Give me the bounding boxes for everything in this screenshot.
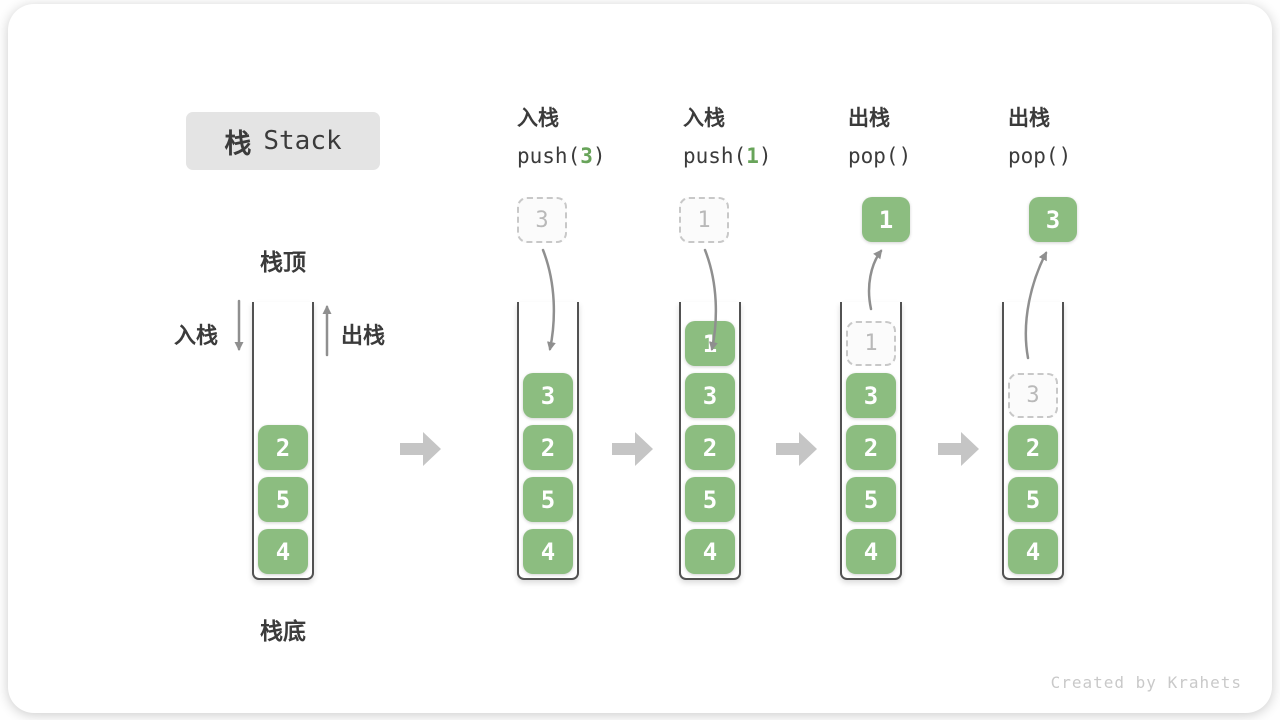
push-side-label: 入栈 <box>174 323 219 348</box>
stack-box: 5 <box>523 477 573 522</box>
stack-box: 4 <box>1008 529 1058 574</box>
stack-box: 5 <box>258 477 308 522</box>
stack-box: 4 <box>685 529 735 574</box>
title-zh: 栈 <box>224 128 252 159</box>
op-label: 出栈 <box>1008 107 1050 130</box>
stack-bottom-label: 栈底 <box>260 618 306 644</box>
op-label: 入栈 <box>517 107 559 130</box>
op-code: pop() <box>1008 144 1072 168</box>
op-label: 入栈 <box>683 107 725 130</box>
stack-box: 3 <box>846 373 896 418</box>
code-post: ) <box>758 144 772 168</box>
op-header-pop-1: 出栈 pop() <box>848 107 911 169</box>
stack-box: 3 <box>523 373 573 418</box>
ghost-box: 1 <box>846 321 896 366</box>
stack-container-pop-3: 3 2 5 4 <box>1002 302 1064 580</box>
code-arg: 1 <box>746 144 759 168</box>
ghost-box: 3 <box>1008 373 1058 418</box>
code-pre: push( <box>683 144 747 168</box>
watermark: Created by Krahets <box>1050 673 1242 692</box>
stack-box: 5 <box>1008 477 1058 522</box>
stack-container-push-3: 3 2 5 4 <box>517 302 579 580</box>
op-code: push(1) <box>683 143 772 169</box>
popped-box: 3 <box>1029 197 1077 242</box>
code-pre: push( <box>517 144 581 168</box>
code-post: ) <box>592 144 606 168</box>
op-header-pop-3: 出栈 pop() <box>1008 107 1071 169</box>
op-label: 出栈 <box>848 107 890 130</box>
title-badge: 栈 Stack <box>186 112 380 170</box>
op-code: push(3) <box>517 143 606 169</box>
stack-box: 5 <box>846 477 896 522</box>
pop-side-label: 出栈 <box>341 323 386 348</box>
title-en: Stack <box>263 126 342 156</box>
code-arg: 3 <box>580 144 593 168</box>
popped-box: 1 <box>862 197 910 242</box>
diagram-card <box>8 4 1272 713</box>
stack-box: 5 <box>685 477 735 522</box>
stack-top-label: 栈顶 <box>260 249 306 275</box>
op-header-push-3: 入栈 push(3) <box>517 107 606 169</box>
stack-box: 2 <box>685 425 735 470</box>
incoming-box: 3 <box>517 197 567 243</box>
stack-box: 3 <box>685 373 735 418</box>
stack-container-push-1: 1 3 2 5 4 <box>679 302 741 580</box>
stack-box: 2 <box>846 425 896 470</box>
stack-container-initial: 2 5 4 <box>252 302 314 580</box>
stack-box: 2 <box>1008 425 1058 470</box>
op-code: pop() <box>848 144 912 168</box>
stack-box: 4 <box>523 529 573 574</box>
stack-container-pop-1: 1 3 2 5 4 <box>840 302 902 580</box>
op-header-push-1: 入栈 push(1) <box>683 107 772 169</box>
stack-box: 1 <box>685 321 735 366</box>
incoming-box: 1 <box>679 197 729 243</box>
stack-box: 4 <box>258 529 308 574</box>
stack-box: 4 <box>846 529 896 574</box>
stack-box: 2 <box>258 425 308 470</box>
stack-box: 2 <box>523 425 573 470</box>
